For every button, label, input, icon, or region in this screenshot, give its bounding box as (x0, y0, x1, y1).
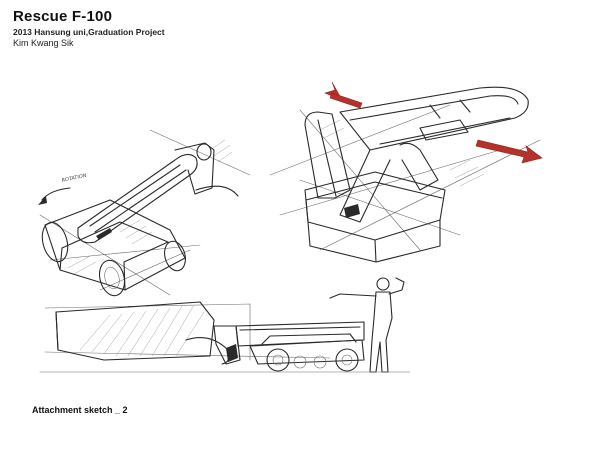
left-vehicle-sketch: ROTATION (38, 129, 251, 297)
author-name: Kim Kwang Sik (13, 38, 74, 48)
rotation-note: ROTATION (61, 173, 87, 184)
project-subtitle: 2013 Hansung uni,Graduation Project (13, 27, 165, 37)
project-title: Rescue F-100 (13, 8, 113, 25)
bottom-vehicle-sketch (39, 277, 411, 373)
sketch-caption: Attachment sketch _ 2 (32, 405, 128, 415)
right-vehicle-sketch (269, 81, 543, 263)
